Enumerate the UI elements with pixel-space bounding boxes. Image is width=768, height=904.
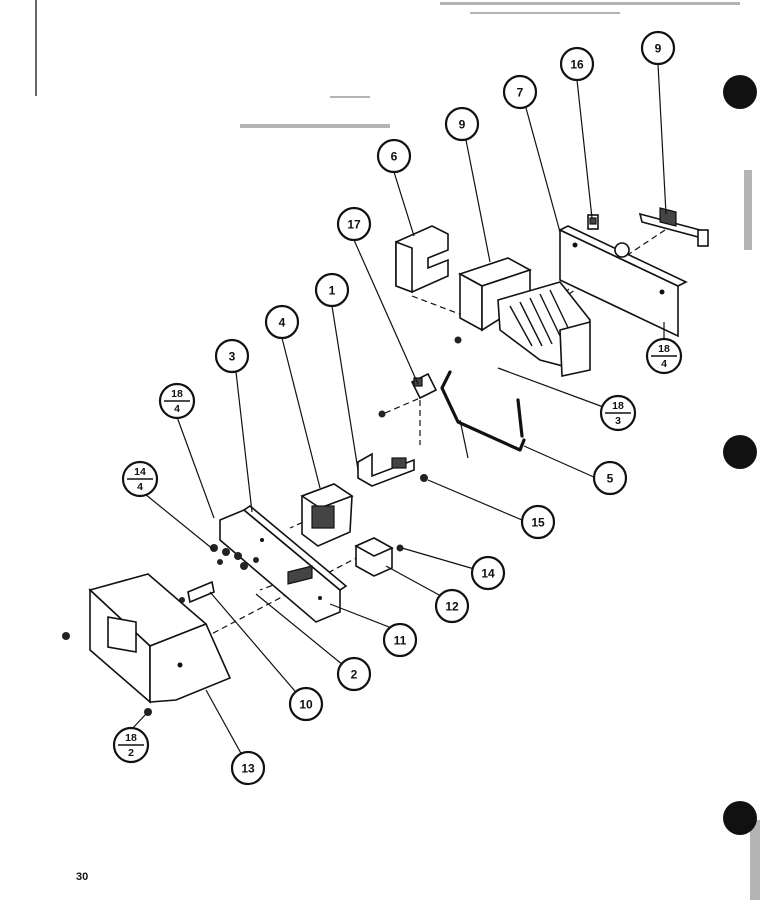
svg-text:17: 17: [347, 218, 361, 232]
part-15-clip: [587, 214, 599, 230]
svg-text:4: 4: [137, 481, 143, 493]
part-12-relay-box: [354, 537, 404, 577]
part-5-wire-harness: [440, 370, 526, 459]
part-17-screw: [420, 474, 428, 482]
part-13-front-cover: [62, 573, 232, 716]
callout-18-over-3: 183: [599, 394, 637, 432]
part-4-timer-motor: [300, 483, 354, 547]
part-3-mounting-plate: [219, 505, 348, 623]
callout-11: 11: [382, 622, 418, 658]
scan-noise: [35, 0, 760, 900]
svg-text:4: 4: [661, 358, 667, 370]
svg-text:2: 2: [128, 747, 134, 759]
part-10-clip: [179, 580, 215, 604]
callout-15: 16: [559, 46, 595, 82]
svg-text:7: 7: [517, 86, 524, 100]
part-16-thermostat: [378, 372, 438, 418]
callout-16: 17: [336, 206, 372, 242]
callout-6: 6: [376, 138, 412, 174]
callout-7: 7: [502, 74, 538, 110]
svg-text:1: 1: [329, 284, 336, 298]
svg-text:18: 18: [171, 388, 183, 400]
callout-3: 3: [214, 338, 250, 374]
callout-12: 12: [434, 588, 470, 624]
part-9-ice-mold: [454, 257, 591, 377]
callout-9-top: 9: [640, 30, 676, 66]
margin-bullet-middle: [723, 435, 757, 469]
callout-14: 14: [470, 555, 506, 591]
svg-text:18: 18: [612, 400, 624, 412]
svg-text:18: 18: [658, 343, 670, 355]
callout-10: 10: [288, 686, 324, 722]
svg-text:11: 11: [394, 634, 407, 648]
callout-2: 2: [336, 656, 372, 692]
page-number: 30: [76, 871, 88, 883]
margin-bullet-top: [723, 75, 757, 109]
svg-text:10: 10: [299, 698, 313, 712]
callout-18-over-2: 182: [112, 726, 150, 764]
callout-18-over-4-left: 184: [158, 382, 196, 420]
svg-text:3: 3: [229, 350, 236, 364]
svg-text:4: 4: [279, 316, 286, 330]
svg-text:9: 9: [655, 42, 662, 56]
svg-text:6: 6: [391, 150, 398, 164]
screw-cluster: [210, 544, 259, 570]
part-1-switch-bracket: [357, 452, 415, 487]
callout-13: 13: [230, 750, 266, 786]
part-6-mold-heater: [395, 225, 449, 294]
svg-text:14: 14: [481, 567, 495, 581]
svg-text:18: 18: [125, 732, 137, 744]
callout-17: 15: [520, 504, 556, 540]
svg-text:2: 2: [351, 668, 358, 682]
margin-bullet-bottom: [723, 801, 757, 835]
callout-14-over-4: 144: [121, 460, 159, 498]
svg-text:4: 4: [174, 403, 180, 415]
svg-text:12: 12: [445, 600, 459, 614]
svg-text:15: 15: [531, 516, 545, 530]
callout-18-over-4-right: 184: [645, 337, 683, 375]
callout-5: 5: [592, 460, 628, 496]
svg-text:16: 16: [570, 58, 584, 72]
part-9-harness-bracket: [638, 207, 709, 247]
svg-text:3: 3: [615, 415, 621, 427]
callout-1: 1: [314, 272, 350, 308]
svg-text:13: 13: [241, 762, 255, 776]
svg-text:5: 5: [607, 472, 614, 486]
svg-text:9: 9: [459, 118, 466, 132]
svg-text:14: 14: [134, 466, 146, 478]
callout-9-middle: 9: [444, 106, 480, 142]
part-7-mounting-plate: [558, 225, 688, 338]
callout-4: 4: [264, 304, 300, 340]
